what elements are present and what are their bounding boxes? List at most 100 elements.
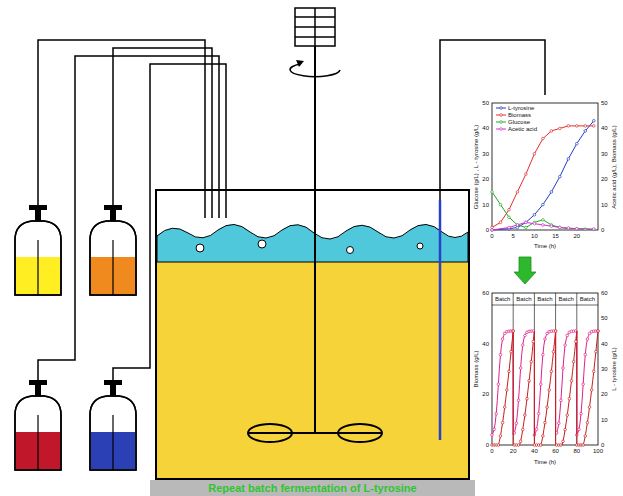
data-marker xyxy=(526,397,529,400)
feed-bottle xyxy=(90,205,136,295)
axis-title: L - tyrosine (g/L) xyxy=(611,347,618,390)
data-marker xyxy=(525,221,528,224)
legend-sample xyxy=(496,129,506,130)
tick-label: 0 xyxy=(601,227,604,234)
data-marker xyxy=(552,350,555,353)
batch-label: Batch xyxy=(516,296,531,303)
data-marker xyxy=(491,229,494,232)
impeller xyxy=(248,424,382,442)
tick-label: 40 xyxy=(601,340,608,347)
data-marker xyxy=(508,370,511,373)
data-marker xyxy=(501,338,504,341)
data-marker xyxy=(508,208,511,211)
data-marker xyxy=(584,435,587,438)
data-marker xyxy=(559,127,562,130)
tick-label: 40 xyxy=(482,125,489,132)
data-marker xyxy=(516,191,519,194)
data-curve xyxy=(492,222,594,230)
data-marker xyxy=(592,119,595,122)
data-marker xyxy=(491,191,494,194)
tick-label: 10 xyxy=(531,233,538,240)
data-marker xyxy=(524,414,527,417)
data-marker xyxy=(512,330,515,333)
data-marker xyxy=(521,428,524,431)
tick-label: 0 xyxy=(486,227,489,234)
data-marker xyxy=(510,350,513,353)
data-marker xyxy=(542,224,545,227)
data-marker xyxy=(530,360,533,363)
legend-sample xyxy=(500,114,503,117)
data-marker xyxy=(562,367,565,370)
data-marker xyxy=(525,173,528,176)
data-marker xyxy=(519,367,522,370)
axis-title: Time (h) xyxy=(534,459,556,466)
data-marker xyxy=(588,406,591,409)
data-marker xyxy=(592,125,595,128)
data-marker xyxy=(557,422,560,425)
data-marker xyxy=(525,226,528,229)
legend-sample xyxy=(496,122,506,123)
feed-bottle xyxy=(15,205,61,295)
tick-label: 20 xyxy=(482,391,489,398)
tick-label: 10 xyxy=(601,201,608,208)
data-marker xyxy=(580,412,583,415)
rotation-arrowhead xyxy=(296,60,304,67)
data-marker xyxy=(560,444,563,447)
chart-box: Biomass (g/L)L - tyrosine (g/L)Time (h)0… xyxy=(470,285,620,470)
data-marker xyxy=(550,370,553,373)
data-marker xyxy=(567,158,570,161)
data-marker xyxy=(586,338,589,341)
data-marker xyxy=(550,191,553,194)
broth xyxy=(157,260,468,478)
probe xyxy=(439,200,442,440)
data-marker xyxy=(567,227,570,230)
data-marker xyxy=(533,213,536,216)
tick-label: 50 xyxy=(601,100,608,107)
data-marker xyxy=(584,125,587,128)
legend-sample xyxy=(500,121,503,124)
tick-label: 40 xyxy=(531,448,538,455)
data-marker xyxy=(495,412,498,415)
data-marker xyxy=(570,380,573,383)
tick-label: 0 xyxy=(486,442,489,449)
tick-label: 20 xyxy=(510,448,517,455)
tick-label: 30 xyxy=(601,366,608,373)
tick-label: 80 xyxy=(573,448,580,455)
data-marker xyxy=(533,153,536,156)
chart-panel xyxy=(470,95,620,255)
data-marker xyxy=(564,428,567,431)
tick-label: 5 xyxy=(512,233,515,240)
data-marker xyxy=(517,444,520,447)
data-marker xyxy=(539,444,542,447)
bubbles xyxy=(196,240,423,254)
data-marker xyxy=(576,227,579,230)
data-marker xyxy=(572,360,575,363)
data-marker xyxy=(528,380,531,383)
data-marker xyxy=(542,219,545,222)
data-marker xyxy=(524,334,527,337)
tick-label: 20 xyxy=(601,176,608,183)
data-marker xyxy=(592,228,595,231)
data-marker xyxy=(542,435,545,438)
batch-label: Batch xyxy=(559,296,574,303)
data-marker xyxy=(568,397,571,400)
data-marker xyxy=(493,428,496,431)
shaft xyxy=(314,46,316,433)
feed-bottle xyxy=(15,380,61,470)
data-marker xyxy=(559,175,562,178)
data-marker xyxy=(499,435,502,438)
data-marker xyxy=(562,440,565,443)
data-marker xyxy=(582,444,585,447)
data-marker xyxy=(566,414,569,417)
data-marker xyxy=(582,383,585,386)
data-marker xyxy=(560,399,563,402)
data-marker xyxy=(517,399,520,402)
data-marker xyxy=(521,344,524,347)
data-marker xyxy=(597,330,600,333)
data-marker xyxy=(550,225,553,228)
data-marker xyxy=(597,330,600,333)
legend-sample xyxy=(500,107,503,110)
data-marker xyxy=(501,421,504,424)
batch-label: Batch xyxy=(537,296,552,303)
